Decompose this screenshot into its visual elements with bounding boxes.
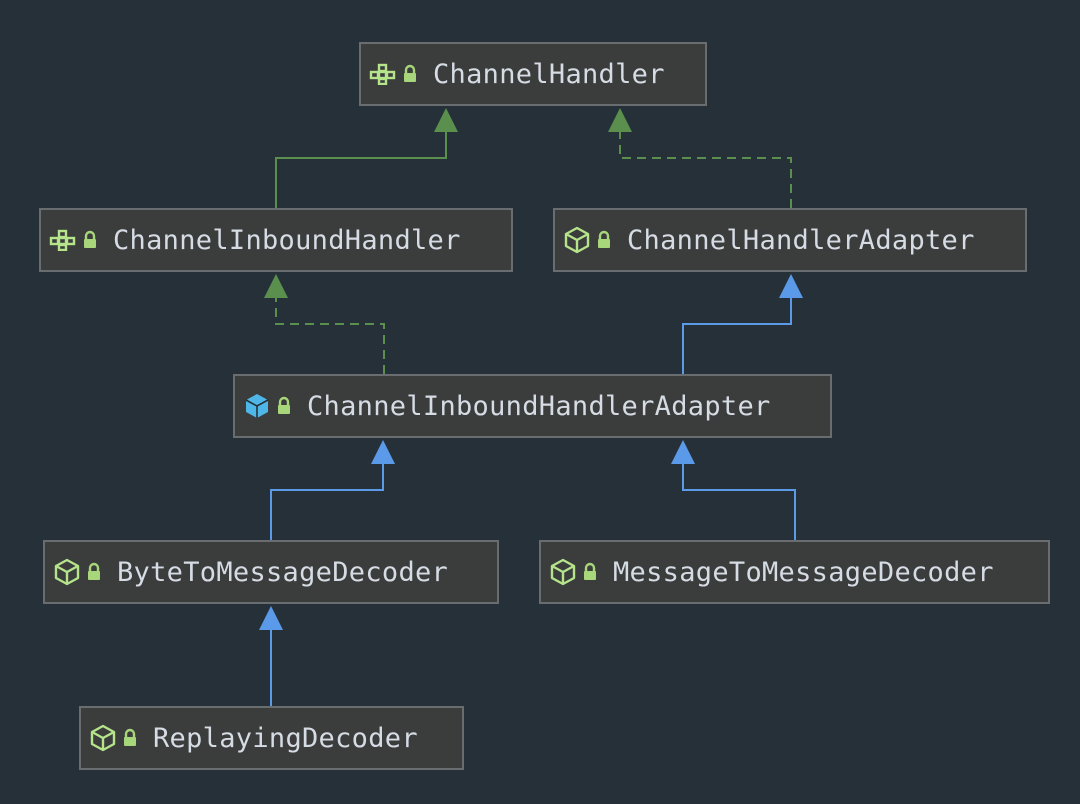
node-label: MessageToMessageDecoder bbox=[613, 556, 994, 588]
node-channel-handler[interactable]: ChannelHandler bbox=[359, 42, 707, 106]
interface-icon bbox=[47, 224, 79, 256]
edge-inbound-adapter-to-handler-adapter bbox=[682, 274, 803, 374]
lock-icon bbox=[595, 229, 613, 251]
edge-inbound-handler-to-handler bbox=[275, 108, 458, 208]
node-byte-to-message-decoder[interactable]: ByteToMessageDecoder bbox=[43, 540, 499, 604]
lock-icon bbox=[581, 561, 599, 583]
lock-icon bbox=[275, 395, 293, 417]
lock-icon bbox=[121, 727, 139, 749]
abstract-class-icon bbox=[51, 556, 83, 588]
interface-icon bbox=[367, 58, 399, 90]
class-icon bbox=[241, 390, 273, 422]
node-label: ChannelHandlerAdapter bbox=[627, 224, 975, 256]
node-label: ChannelInboundHandler bbox=[113, 224, 461, 256]
node-replaying-decoder[interactable]: ReplayingDecoder bbox=[79, 706, 464, 770]
lock-icon bbox=[401, 63, 419, 85]
edge-replaying-decoder-to-byte-decoder bbox=[259, 606, 283, 706]
node-channel-handler-adapter[interactable]: ChannelHandlerAdapter bbox=[553, 208, 1027, 272]
abstract-class-icon bbox=[561, 224, 593, 256]
edge-message-decoder-to-inbound-adapter bbox=[671, 440, 796, 540]
node-label: ChannelInboundHandlerAdapter bbox=[307, 390, 771, 422]
node-channel-inbound-handler-adapter[interactable]: ChannelInboundHandlerAdapter bbox=[233, 374, 832, 438]
lock-icon bbox=[81, 229, 99, 251]
node-label: ByteToMessageDecoder bbox=[117, 556, 449, 588]
abstract-class-icon bbox=[87, 722, 119, 754]
edge-inbound-adapter-to-inbound-handler bbox=[264, 274, 385, 374]
lock-icon bbox=[85, 561, 103, 583]
node-label: ChannelHandler bbox=[433, 58, 665, 90]
node-label: ReplayingDecoder bbox=[153, 722, 418, 754]
edge-byte-decoder-to-inbound-adapter bbox=[270, 440, 395, 540]
node-message-to-message-decoder[interactable]: MessageToMessageDecoder bbox=[539, 540, 1050, 604]
node-channel-inbound-handler[interactable]: ChannelInboundHandler bbox=[39, 208, 513, 272]
edge-handler-adapter-to-handler bbox=[608, 108, 792, 208]
abstract-class-icon bbox=[547, 556, 579, 588]
